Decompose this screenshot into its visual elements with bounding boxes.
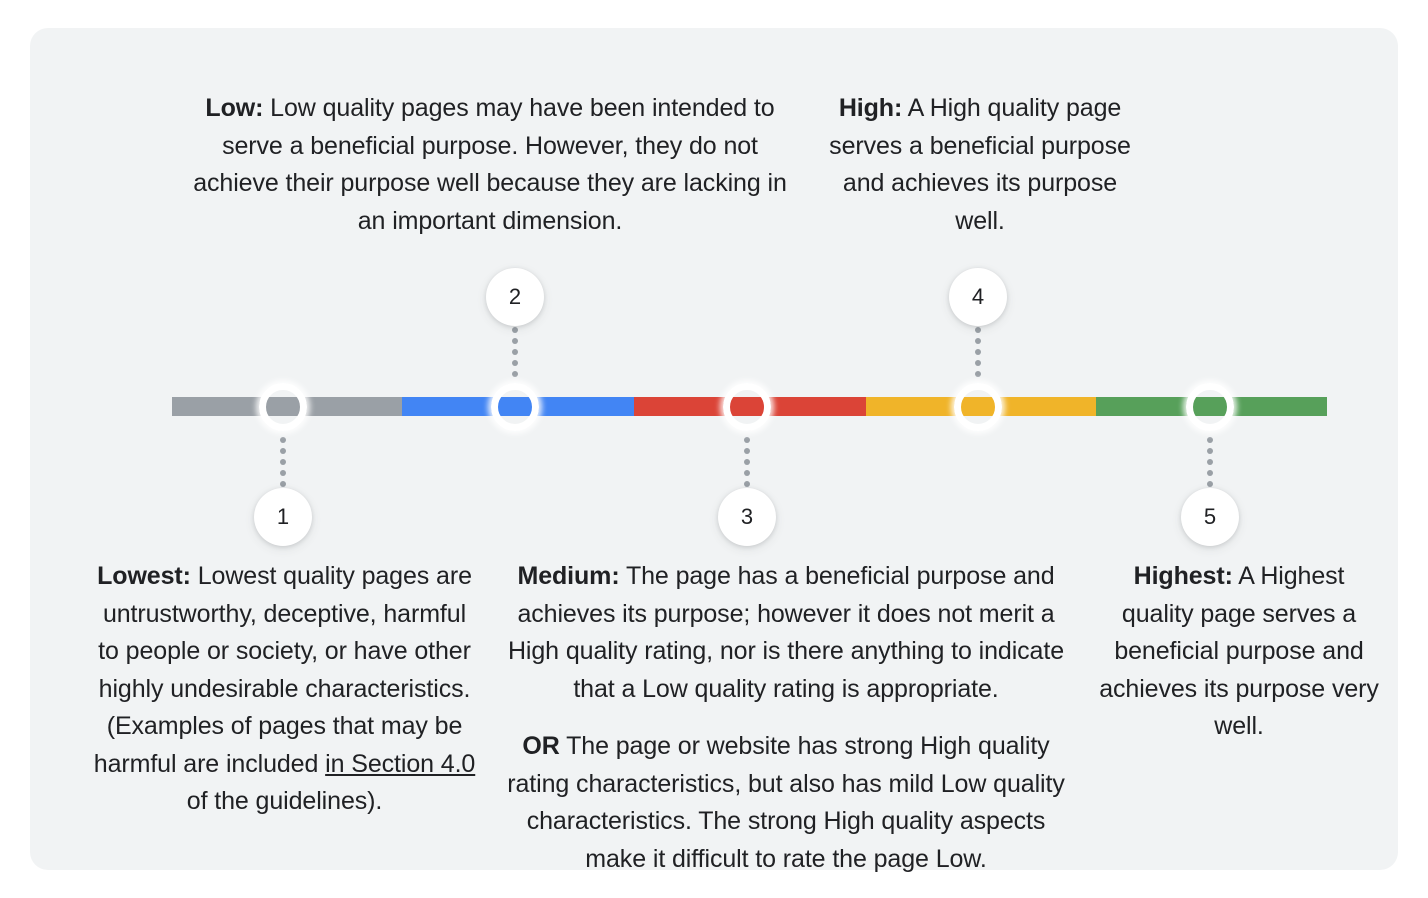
callout-high: High: A High quality page serves a benef… [825, 90, 1135, 240]
marker-ring-icon [723, 382, 771, 431]
marker-ring-icon [1186, 382, 1234, 431]
callout-high-body: A High quality page serves a beneficial … [829, 94, 1131, 235]
callout-highest-term: Highest: [1133, 562, 1233, 590]
callout-medium-or-term: OR [522, 732, 560, 760]
callout-medium-body: The page has a beneficial purpose and ac… [507, 562, 1065, 703]
callout-lowest-body-before-link: Lowest quality pages are untrustworthy, … [93, 562, 472, 778]
callout-medium-or-body: The page or website has strong High qual… [507, 732, 1065, 873]
marker-ring-icon [259, 382, 307, 431]
callout-lowest: Lowest: Lowest quality pages are untrust… [92, 558, 477, 821]
marker-connector-dots [975, 326, 981, 377]
callout-medium-or-paragraph: OR The page or website has strong High q… [496, 728, 1076, 878]
marker-number-bubble[interactable]: 5 [1181, 487, 1239, 546]
marker-number-bubble[interactable]: 2 [486, 267, 544, 326]
callout-lowest-term: Lowest: [97, 562, 191, 590]
marker-ring-icon [954, 382, 1002, 431]
marker-number-bubble[interactable]: 3 [718, 487, 776, 546]
marker-number-bubble[interactable]: 1 [254, 487, 312, 546]
callout-highest-paragraph: Highest: A Highest quality page serves a… [1098, 558, 1380, 746]
callout-high-term: High: [838, 94, 903, 122]
callout-low: Low: Low quality pages may have been int… [190, 90, 790, 240]
callout-highest: Highest: A Highest quality page serves a… [1098, 558, 1380, 746]
callout-medium: Medium: The page has a beneficial purpos… [496, 558, 1076, 878]
marker-connector-dots [512, 326, 518, 377]
callout-lowest-body-after-link: of the guidelines). [186, 787, 383, 815]
marker-connector-dots [1207, 436, 1213, 487]
callout-medium-term: Medium: [517, 562, 620, 590]
callout-low-term: Low: [205, 94, 264, 122]
marker-number-bubble[interactable]: 4 [949, 267, 1007, 326]
callout-highest-body: A Highest quality page serves a benefici… [1099, 562, 1379, 740]
callout-lowest-paragraph: Lowest: Lowest quality pages are untrust… [92, 558, 477, 821]
section-4-0-link[interactable]: in Section 4.0 [325, 749, 476, 778]
marker-connector-dots [280, 436, 286, 487]
callout-low-body: Low quality pages may have been intended… [193, 94, 787, 235]
marker-ring-icon [491, 382, 539, 431]
quality-scale-card: Low: Low quality pages may have been int… [30, 28, 1398, 873]
callout-medium-paragraph: Medium: The page has a beneficial purpos… [496, 558, 1076, 708]
marker-connector-dots [744, 436, 750, 487]
